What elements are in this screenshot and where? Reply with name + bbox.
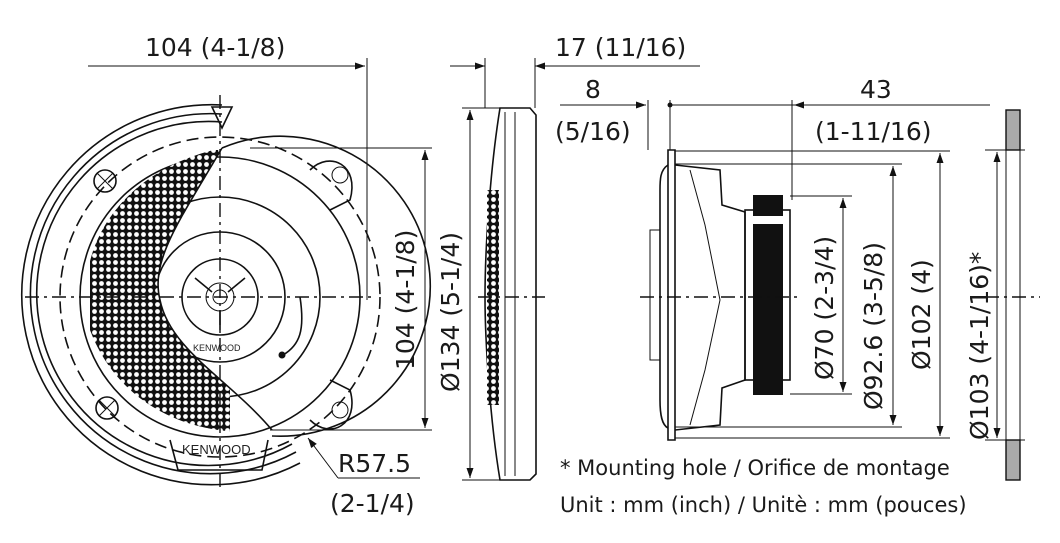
grille-depth-label: 17 (11/16): [555, 33, 686, 62]
brand-logo-rim: KENWOOD: [182, 442, 251, 457]
radius-circle: [59, 136, 381, 458]
screw-hole-right-bottom: [309, 379, 353, 430]
front-width-label: 104 (4-1/8): [145, 33, 285, 62]
magnet-diameter-label: Ø70 (2-3/4): [810, 236, 839, 380]
mount-depth-mm-label: 43: [860, 75, 892, 104]
radius-in-label: (2-1/4): [330, 489, 415, 518]
front-view: KENWOOD KENWOOD: [20, 95, 432, 490]
grille-mesh-side: [487, 190, 499, 405]
magnet: [753, 195, 783, 395]
center-lines: [25, 95, 375, 490]
grille-mesh: [90, 150, 230, 432]
outer-flange-edge: [20, 103, 301, 486]
brand-logo-center: KENWOOD: [193, 343, 241, 353]
mount-depth-in-label: (1-11/16): [815, 117, 931, 146]
screw-hole-right-top: [309, 160, 353, 211]
mounting-hole-note: * Mounting hole / Orifice de montage: [560, 456, 950, 480]
radius-mm-label: R57.5: [338, 449, 411, 478]
flange-offset-mm-label: 8: [585, 75, 601, 104]
grille-side-view: 17 (11/16) Ø134 (5-1/4): [436, 33, 700, 481]
screw-hole-bottom: [95, 396, 119, 420]
alignment-triangle-icon: [210, 106, 234, 130]
mounting-panel: [1005, 109, 1021, 481]
flange-diameter-label: Ø102 (4): [907, 259, 936, 370]
dimension-front-height: 104 (4-1/8): [250, 147, 432, 431]
overall-diameter-label: Ø134 (5-1/4): [436, 232, 465, 392]
dimension-radius: R57.5 (2-1/4): [308, 438, 420, 518]
flange-offset-in-label: (5/16): [555, 117, 631, 146]
unit-note: Unit : mm (inch) / Unitè : mm (pouces): [560, 493, 967, 517]
front-height-label: 104 (4-1/8): [391, 230, 420, 370]
basket-diameter-label: Ø92.6 (3-5/8): [859, 242, 888, 410]
mounting-hole-label: Ø103 (4-1/16)*: [965, 252, 994, 440]
screw-hole-top: [93, 169, 117, 193]
speaker-side-view: 8 (5/16) 43 (1-11/16) Ø70 (2-3/4) Ø92.6 …: [555, 75, 1040, 441]
dimension-front-width: 104 (4-1/8): [88, 33, 368, 300]
